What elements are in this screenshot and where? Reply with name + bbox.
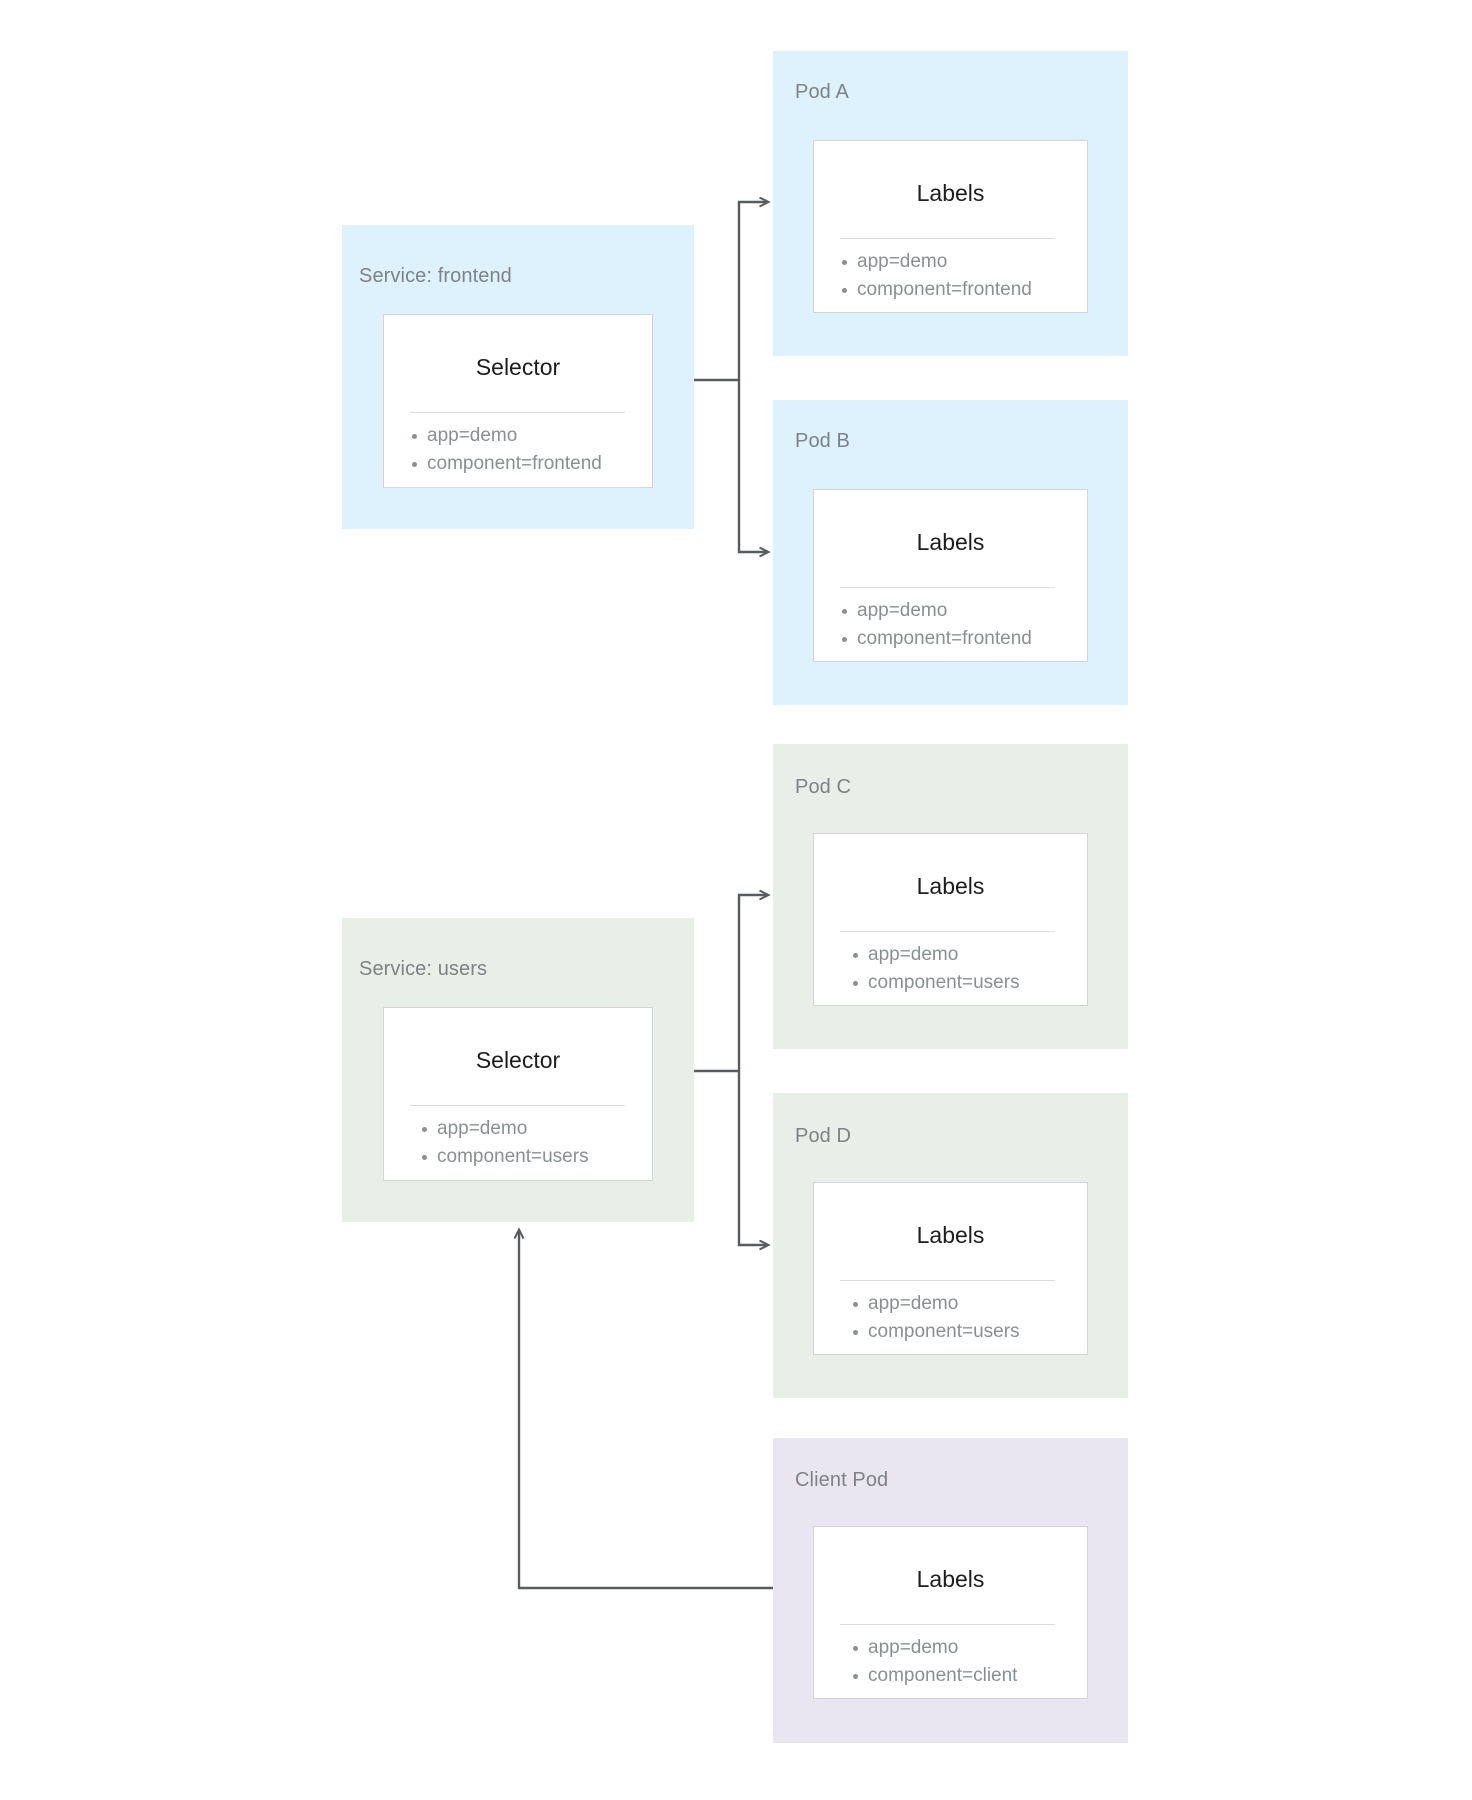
pod-d-labels-card[interactable] [813, 1182, 1088, 1355]
client-pod-title: Client Pod [795, 1469, 889, 1491]
connector-users-fork [694, 895, 768, 1245]
list-item: app=demo [840, 248, 1080, 276]
connector-client-to-users [519, 1230, 773, 1590]
pod-a-labels-card[interactable] [813, 140, 1088, 313]
list-item: component=frontend [410, 450, 650, 478]
service-users-title: Service: users [359, 958, 488, 980]
service-frontend-selector-card[interactable] [383, 314, 653, 488]
list-item: app=demo [851, 941, 1091, 969]
pod-d-title: Pod D [795, 1125, 852, 1147]
service-frontend-selector-list: app=demo component=frontend [410, 422, 650, 478]
list-item: app=demo [851, 1634, 1091, 1662]
service-frontend-title: Service: frontend [359, 265, 512, 287]
client-pod-card-divider [840, 1624, 1055, 1625]
pod-a-labels-card-title: Labels [916, 180, 985, 206]
service-users-selector-title: Selector [475, 1047, 561, 1073]
list-item: component=users [851, 969, 1091, 997]
list-item: app=demo [410, 422, 650, 450]
pod-b-labels-card[interactable] [813, 489, 1088, 662]
pod-c-labels-card-title: Labels [916, 873, 985, 899]
connector-frontend-to-pod-b [737, 380, 768, 552]
list-item: app=demo [420, 1115, 660, 1143]
pod-c-card-divider [840, 931, 1055, 932]
service-users-selector-card[interactable] [383, 1007, 653, 1181]
pod-d-labels-card-title: Labels [916, 1222, 985, 1248]
service-frontend-card-divider [410, 412, 625, 413]
pod-c-labels-card[interactable] [813, 833, 1088, 1006]
pod-d-card-divider [840, 1280, 1055, 1281]
connector-users-to-pod-c [737, 895, 768, 1071]
pod-b-label-list: app=demo component=frontend [840, 597, 1080, 653]
connector-frontend-fork [694, 202, 768, 552]
pod-a-label-list: app=demo component=frontend [840, 248, 1080, 304]
connector-users-to-pod-d [737, 1071, 768, 1245]
service-frontend-selector-title: Selector [475, 354, 561, 380]
list-item: app=demo [840, 597, 1080, 625]
service-users-card-divider [410, 1105, 625, 1106]
list-item: component=frontend [840, 276, 1080, 304]
list-item: app=demo [851, 1290, 1091, 1318]
pod-b-title: Pod B [795, 430, 850, 452]
list-item: component=users [851, 1318, 1091, 1346]
list-item: component=client [851, 1662, 1091, 1690]
pod-c-label-list: app=demo component=users [851, 941, 1091, 997]
pod-d-label-list: app=demo component=users [851, 1290, 1091, 1346]
pod-b-card-divider [840, 587, 1055, 588]
service-users-selector-list: app=demo component=users [420, 1115, 660, 1171]
client-pod-label-list: app=demo component=client [851, 1634, 1091, 1690]
pod-b-labels-card-title: Labels [916, 529, 985, 555]
client-pod-labels-card[interactable] [813, 1526, 1088, 1699]
list-item: component=frontend [840, 625, 1080, 653]
pod-a-title: Pod A [795, 81, 849, 103]
client-pod-labels-card-title: Labels [916, 1566, 985, 1592]
pod-c-title: Pod C [795, 776, 852, 798]
list-item: component=users [420, 1143, 660, 1171]
connector-frontend-to-pod-a [737, 202, 768, 380]
pod-a-card-divider [840, 238, 1055, 239]
